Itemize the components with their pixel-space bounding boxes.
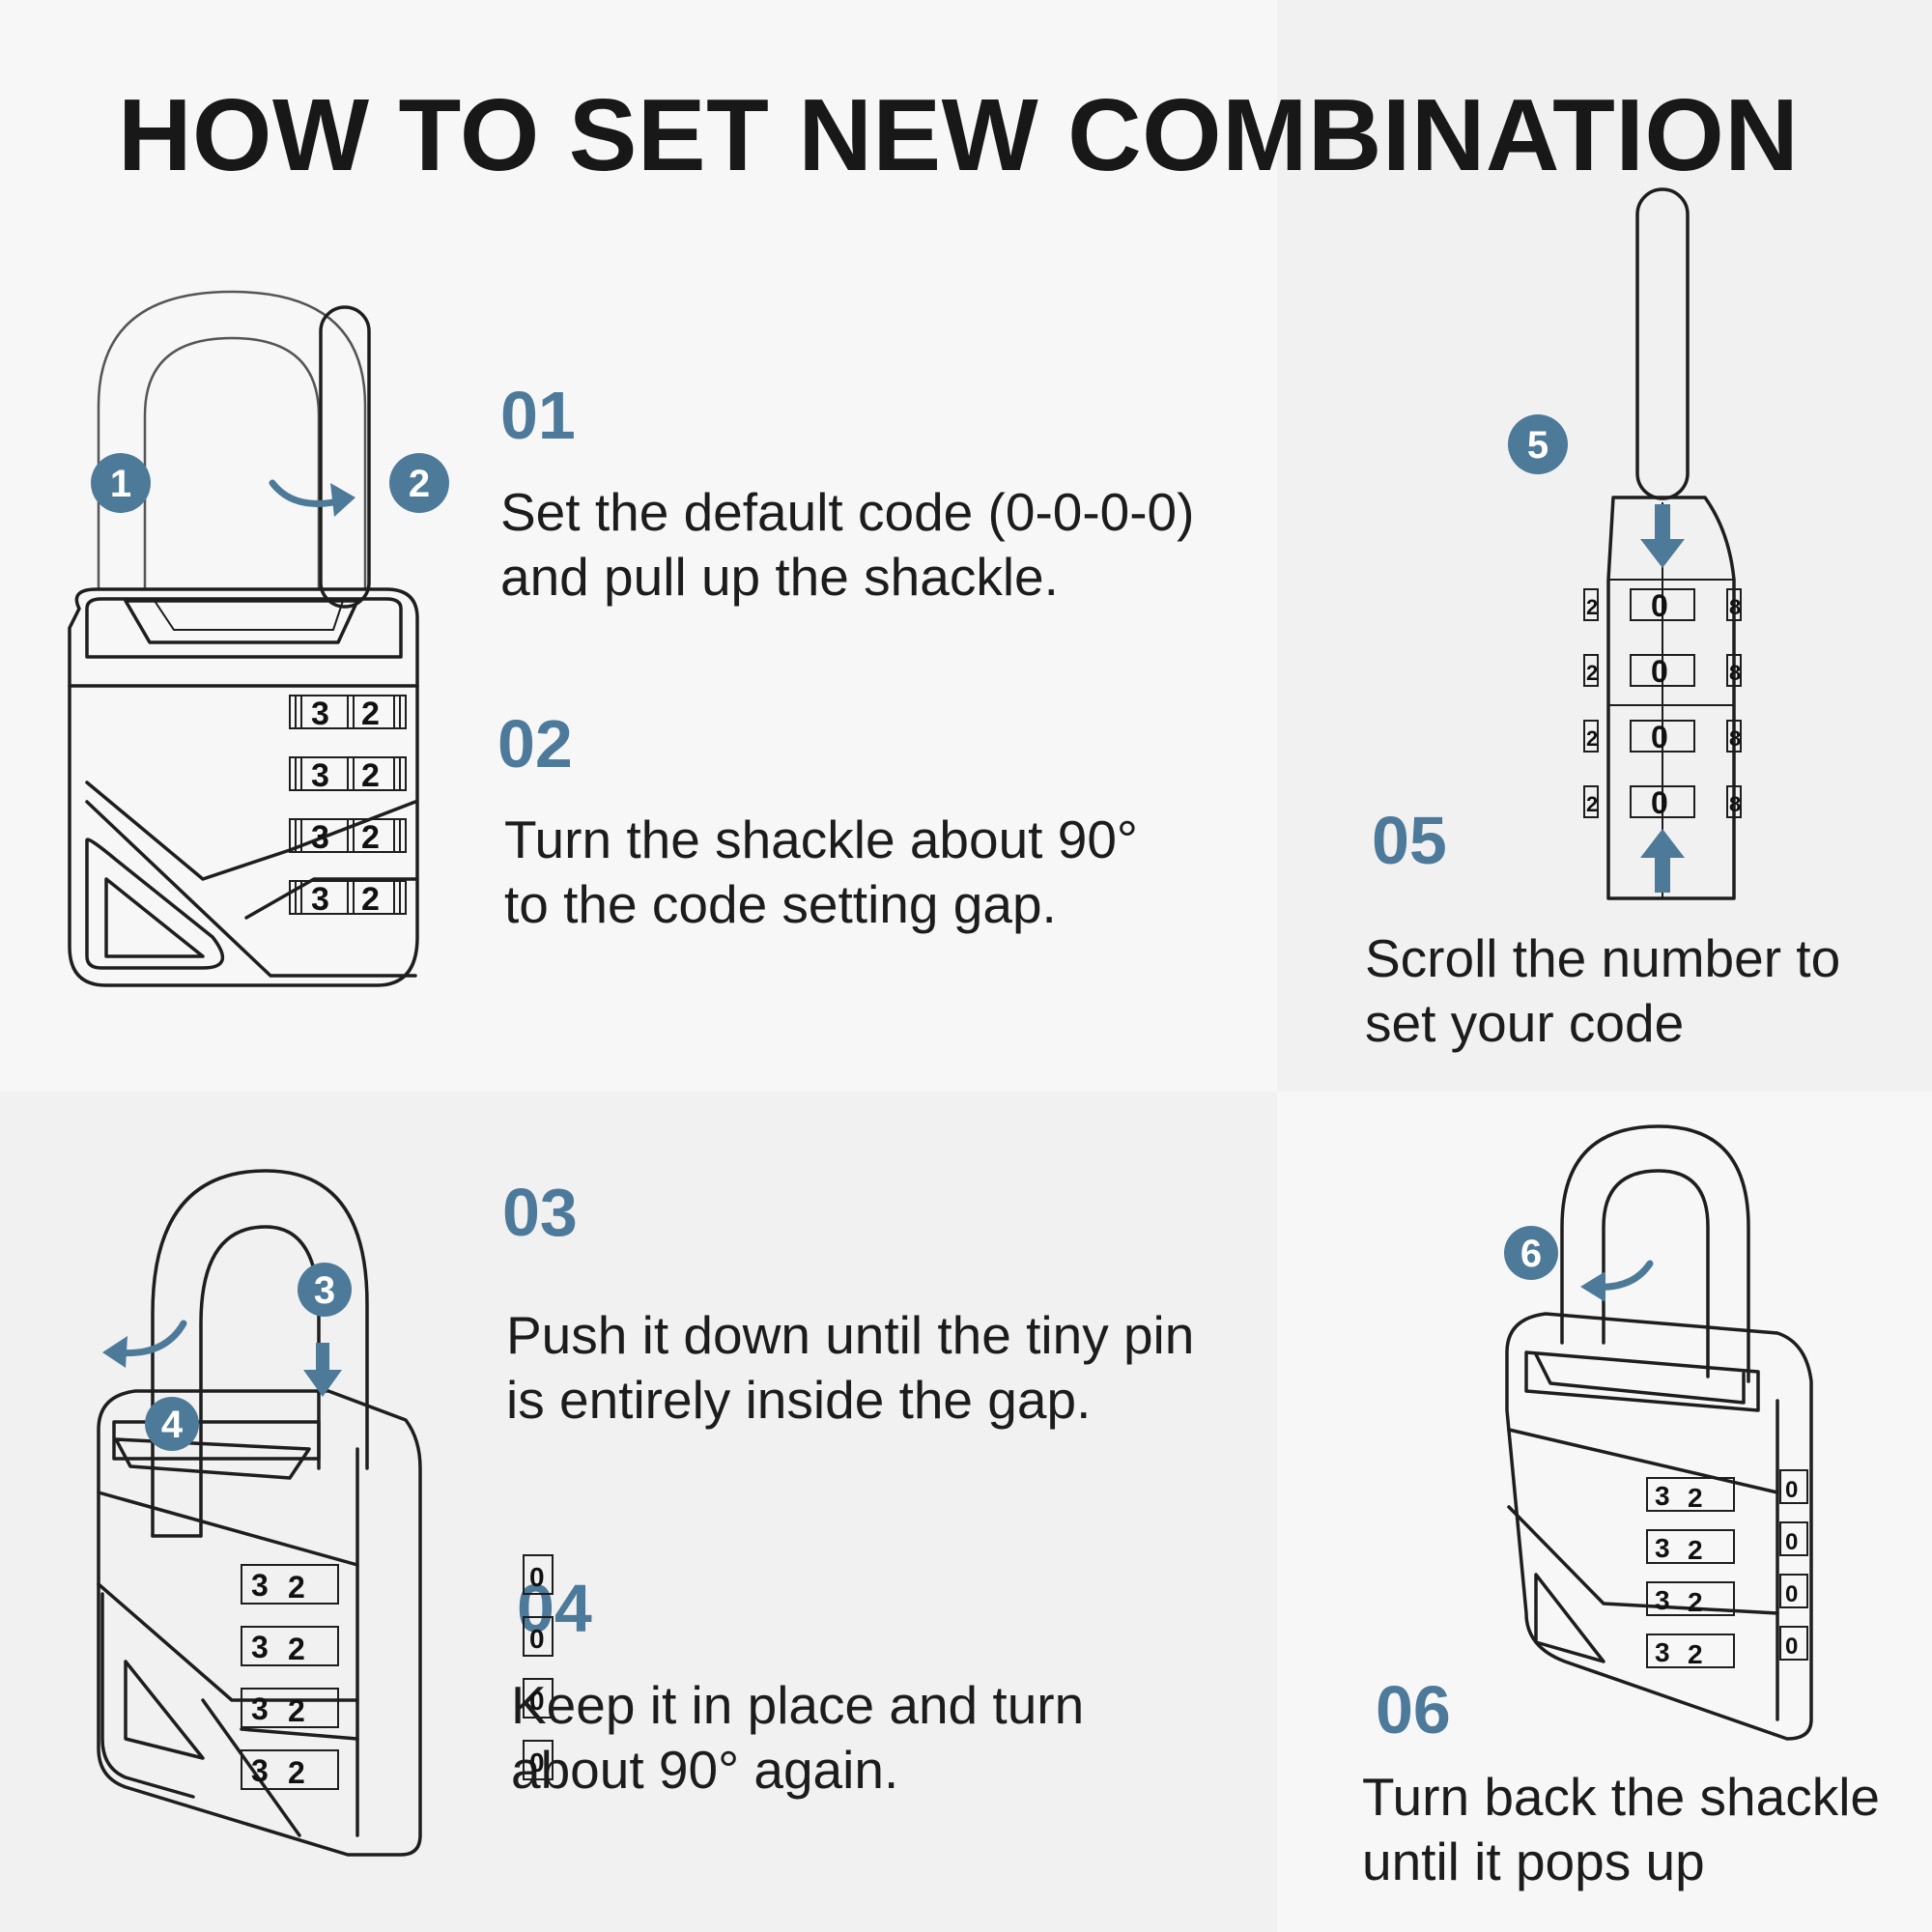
step-01-line-2: and pull up the shackle. — [500, 547, 1059, 607]
step-03-line-2: is entirely inside the gap. — [506, 1370, 1092, 1430]
svg-text:3: 3 — [314, 1269, 335, 1312]
svg-text:3: 3 — [251, 1691, 269, 1726]
step-04-line-2: about 90° again. — [511, 1740, 899, 1800]
dial-rows: 3 2 3 2 3 2 3 2 — [289, 695, 407, 918]
svg-text:2: 2 — [409, 463, 430, 505]
dial-digit: 2 — [361, 819, 380, 856]
svg-text:0: 0 — [529, 1747, 545, 1777]
svg-text:2: 2 — [1688, 1483, 1703, 1513]
step-04-line-1: Keep it in place and turn — [511, 1675, 1085, 1735]
dial-rows-3-4: 3 2 0 3 2 0 3 2 0 3 2 0 — [241, 1554, 554, 1790]
badge-3: 3 — [298, 1263, 352, 1317]
push-down-arrow-icon — [303, 1343, 342, 1397]
svg-text:2: 2 — [288, 1632, 305, 1666]
step-06-line-2: until it pops up — [1362, 1832, 1705, 1891]
svg-text:2: 2 — [288, 1570, 305, 1605]
svg-text:3: 3 — [251, 1568, 269, 1603]
badge-4: 4 — [145, 1397, 199, 1451]
up-arrow-icon — [1640, 829, 1685, 893]
step-02-line-1: Turn the shackle about 90° — [504, 810, 1138, 869]
svg-text:0: 0 — [529, 1686, 545, 1716]
badge-2: 2 — [389, 453, 449, 513]
dial-digit: 2 — [361, 696, 380, 732]
page-title: HOW TO SET NEW COMBINATION — [118, 78, 1800, 192]
svg-text:4: 4 — [161, 1404, 184, 1446]
svg-text:0: 0 — [529, 1624, 545, 1654]
svg-text:2: 2 — [1586, 792, 1598, 816]
dial-digit: 3 — [311, 757, 329, 794]
svg-text:3: 3 — [1655, 1585, 1670, 1615]
svg-text:0: 0 — [1785, 1634, 1798, 1660]
step-06-line-1: Turn back the shackle — [1362, 1767, 1881, 1827]
padlock-step5-side-icon: 2 0 8 2 0 8 2 0 8 2 0 8 — [1508, 187, 1742, 900]
svg-text:3: 3 — [251, 1630, 269, 1664]
step-05-line-1: Scroll the number to — [1365, 928, 1841, 988]
step-01-line-1: Set the default code (0-0-0-0) — [500, 482, 1195, 542]
svg-text:2: 2 — [288, 1693, 305, 1728]
svg-text:3: 3 — [1655, 1481, 1670, 1511]
panel-step-5 — [1277, 0, 1932, 1092]
side-dial-digit: 0 — [1651, 720, 1668, 754]
svg-text:8: 8 — [1729, 661, 1741, 685]
svg-text:2: 2 — [1688, 1587, 1703, 1617]
dial-digit: 3 — [311, 881, 329, 918]
side-dials: 2 0 8 2 0 8 2 0 8 2 0 8 — [1583, 588, 1742, 820]
panel-steps-1-2 — [0, 0, 1277, 1092]
svg-text:6: 6 — [1520, 1233, 1542, 1275]
step-05-line-2: set your code — [1365, 993, 1685, 1053]
padlock-step6-icon: 3 2 0 3 2 0 3 2 0 3 2 0 6 — [1504, 1124, 1813, 1741]
badge-5: 5 — [1508, 414, 1568, 474]
svg-text:2: 2 — [1586, 726, 1598, 751]
svg-text:2: 2 — [288, 1755, 305, 1790]
step-06-number: 06 — [1376, 1672, 1451, 1747]
svg-text:1: 1 — [110, 463, 131, 505]
side-dial-digit: 0 — [1651, 654, 1668, 689]
svg-text:3: 3 — [251, 1753, 269, 1788]
dial-digit: 2 — [361, 881, 380, 918]
step-05-number: 05 — [1372, 803, 1447, 878]
svg-text:2: 2 — [1586, 595, 1598, 619]
step-02-line-2: to the code setting gap. — [504, 874, 1057, 934]
dial-digit: 2 — [361, 757, 380, 794]
svg-text:0: 0 — [529, 1562, 545, 1592]
side-dial-digit: 0 — [1651, 785, 1668, 820]
svg-text:3: 3 — [1655, 1637, 1670, 1667]
svg-text:0: 0 — [1785, 1581, 1798, 1607]
padlock-step3-4-icon: 3 2 0 3 2 0 3 2 0 3 2 0 — [97, 1169, 554, 1857]
svg-text:8: 8 — [1729, 595, 1741, 619]
svg-text:8: 8 — [1729, 792, 1741, 816]
side-dial-digit: 0 — [1651, 588, 1668, 623]
panel-steps-3-4 — [0, 1092, 1277, 1932]
svg-text:3: 3 — [1655, 1533, 1670, 1563]
step-03-line-1: Push it down until the tiny pin — [506, 1305, 1195, 1365]
svg-text:0: 0 — [1785, 1529, 1798, 1555]
svg-text:2: 2 — [1586, 661, 1598, 685]
badge-1: 1 — [91, 453, 151, 513]
svg-text:8: 8 — [1729, 726, 1741, 751]
step-03-number: 03 — [502, 1175, 578, 1250]
svg-text:5: 5 — [1527, 424, 1548, 467]
badge-6: 6 — [1504, 1226, 1558, 1280]
step-02-number: 02 — [497, 706, 573, 781]
step-04-number: 04 — [517, 1571, 592, 1646]
step-01-number: 01 — [500, 378, 576, 453]
svg-text:2: 2 — [1688, 1639, 1703, 1669]
down-arrow-icon — [1640, 504, 1685, 568]
padlock-step1-2-icon: 3 2 3 2 3 2 3 2 — [68, 290, 449, 987]
svg-text:2: 2 — [1688, 1535, 1703, 1565]
dial-digit: 3 — [311, 819, 329, 856]
dial-rows-6: 3 2 0 3 2 0 3 2 0 3 2 0 — [1646, 1469, 1808, 1669]
dial-digit: 3 — [311, 696, 329, 732]
svg-text:0: 0 — [1785, 1477, 1798, 1503]
